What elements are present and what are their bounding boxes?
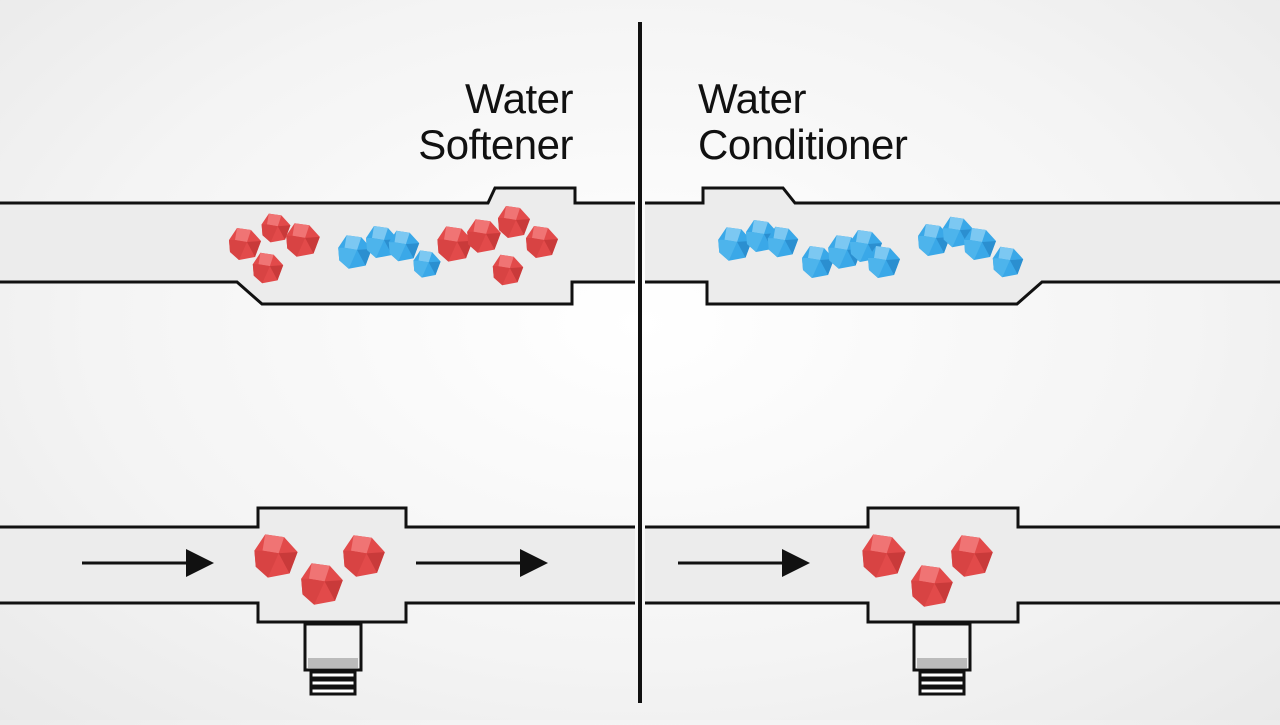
drain-valve-icon <box>912 622 972 696</box>
drain-valve-icon <box>303 622 363 696</box>
conditioner-top-pipe <box>645 186 1280 306</box>
softener-title-line1: Water <box>465 75 573 122</box>
softener-title: Water Softener <box>418 76 573 168</box>
softener-top-pipe <box>0 186 635 306</box>
conditioner-title: Water Conditioner <box>698 75 908 168</box>
conditioner-title-line2: Conditioner <box>698 121 908 168</box>
conditioner-title-line1: Water <box>698 75 806 122</box>
softener-title-line2: Softener <box>418 121 573 168</box>
